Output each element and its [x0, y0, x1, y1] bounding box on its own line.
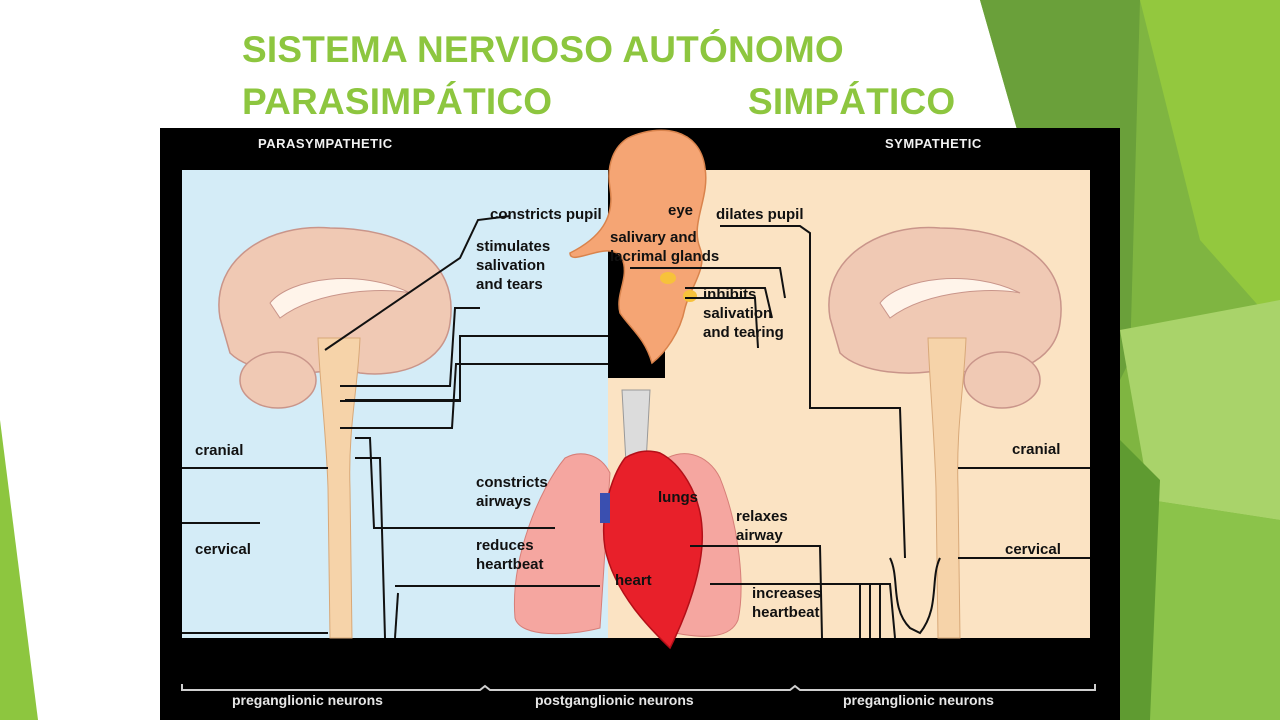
- lacrimal-gland-marker: [683, 290, 697, 302]
- label-inhibits-salivation: salivation: [703, 305, 773, 322]
- left-cerebellum: [239, 351, 317, 409]
- label-cranial-right: cranial: [1012, 441, 1061, 458]
- heart-illustration: [602, 450, 704, 650]
- label-reduces: reduces: [476, 537, 534, 554]
- label-stimulates: stimulates: [476, 238, 551, 255]
- label-salivary: salivary and: [610, 229, 697, 246]
- footer-preganglionic-left: preganglionic neurons: [232, 692, 383, 708]
- label-lacrimal-glands: lacrimal glands: [610, 248, 720, 265]
- label-lungs: lungs: [658, 489, 698, 506]
- header-parasympathetic: PARASYMPATHETIC: [258, 136, 393, 151]
- label-cervical-left: cervical: [195, 541, 251, 558]
- label-cervical-right: cervical: [1005, 541, 1061, 558]
- green-facet: [1140, 0, 1280, 330]
- label-salivation: salivation: [476, 257, 546, 274]
- salivary-gland-marker: [660, 272, 676, 284]
- left-lung: [513, 453, 611, 635]
- label-and-tears: and tears: [476, 276, 543, 293]
- head-illustration: [569, 129, 707, 365]
- green-facet: [0, 420, 38, 720]
- footer-postganglionic: postganglionic neurons: [535, 692, 694, 708]
- parasympathetic-nerves: [182, 215, 608, 639]
- label-heartbeat-reduces: heartbeat: [476, 556, 544, 573]
- label-and-tearing: and tearing: [703, 324, 784, 341]
- autonomic-diagram: PARASYMPATHETIC SYMPATHETIC constricts p…: [160, 128, 1120, 720]
- title-sympathetic: SIMPÁTICO: [748, 81, 956, 122]
- label-cranial-left: cranial: [195, 442, 244, 459]
- right-brain: [828, 226, 1062, 375]
- label-heart: heart: [615, 572, 652, 589]
- label-dilates-pupil: dilates pupil: [716, 206, 804, 223]
- label-airway: airway: [736, 527, 783, 544]
- footer-brackets: [181, 684, 1096, 691]
- green-facet: [1150, 500, 1280, 720]
- label-eye: eye: [668, 202, 694, 219]
- heart-vessel: [600, 493, 610, 523]
- label-increases: increases: [752, 585, 822, 602]
- footer-preganglionic-right: preganglionic neurons: [843, 692, 994, 708]
- title-parasympathetic: PARASIMPÁTICO: [242, 81, 553, 122]
- label-heartbeat-increases: heartbeat: [752, 604, 820, 621]
- sympathetic-nerves: [630, 225, 1090, 639]
- left-spinal-cord: [317, 337, 361, 639]
- label-relaxes: relaxes: [736, 508, 788, 525]
- label-constricts-pupil: constricts pupil: [490, 206, 602, 223]
- header-sympathetic: SYMPATHETIC: [885, 136, 982, 151]
- right-brain-corpus: [879, 278, 1021, 319]
- green-facet: [1120, 300, 1280, 520]
- label-airways: airways: [476, 493, 532, 510]
- slide-title: SISTEMA NERVIOSO AUTÓNOMO: [242, 29, 844, 70]
- diagram-graphics: [181, 129, 1096, 691]
- label-constricts: constricts: [476, 474, 548, 491]
- label-inhibits: inhibits: [703, 286, 757, 303]
- right-cerebellum: [963, 351, 1041, 409]
